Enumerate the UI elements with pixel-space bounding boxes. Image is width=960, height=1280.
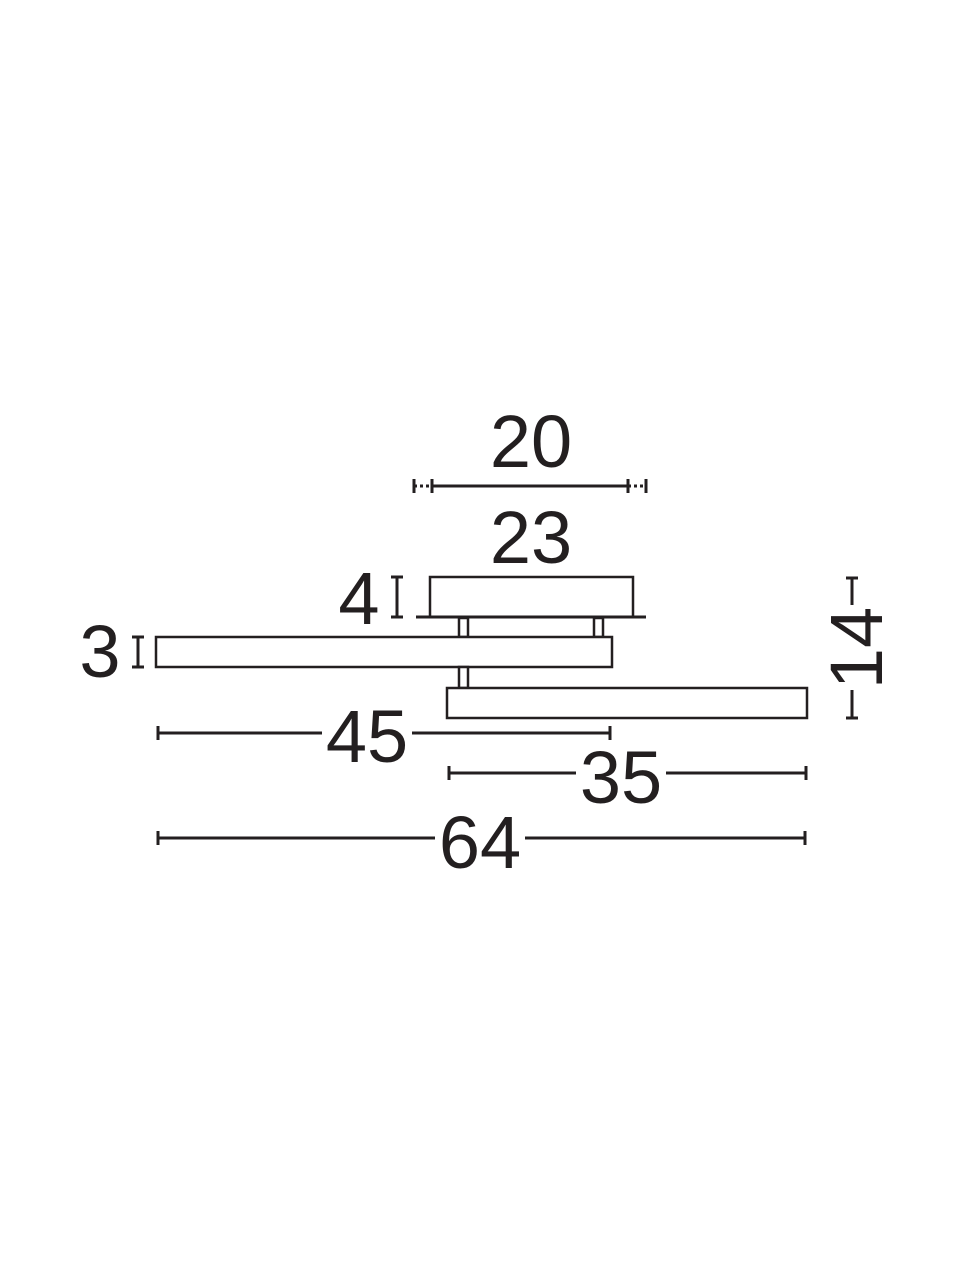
dim-label-45: 45	[326, 695, 408, 778]
lamp-body	[154, 575, 809, 720]
dim-canopy-height: 4	[338, 557, 403, 640]
dim-label-20: 20	[490, 400, 572, 483]
stem-right-upper	[592, 616, 605, 639]
dim-canopy-outer-width: 23	[490, 496, 572, 579]
dim-overall-height: 14	[815, 576, 898, 720]
dim-label-35: 35	[580, 736, 662, 819]
stem-lower	[457, 665, 470, 690]
dim-label-64: 64	[439, 801, 521, 884]
dim-label-14: 14	[815, 607, 898, 689]
dim-lower-bar-length: 35	[447, 736, 808, 819]
dim-bar-thickness: 3	[79, 610, 144, 693]
upper-bar	[154, 635, 614, 669]
canopy	[428, 575, 635, 619]
stem-left-upper	[457, 616, 470, 639]
dim-label-3: 3	[79, 610, 120, 693]
dim-upper-bar-length: 45	[156, 695, 612, 778]
lower-bar	[445, 686, 809, 720]
dim-label-23: 23	[490, 496, 572, 579]
dim-overall-length: 64	[156, 801, 807, 884]
dim-label-4: 4	[338, 557, 379, 640]
dim-canopy-inner-width: 20	[412, 400, 648, 493]
